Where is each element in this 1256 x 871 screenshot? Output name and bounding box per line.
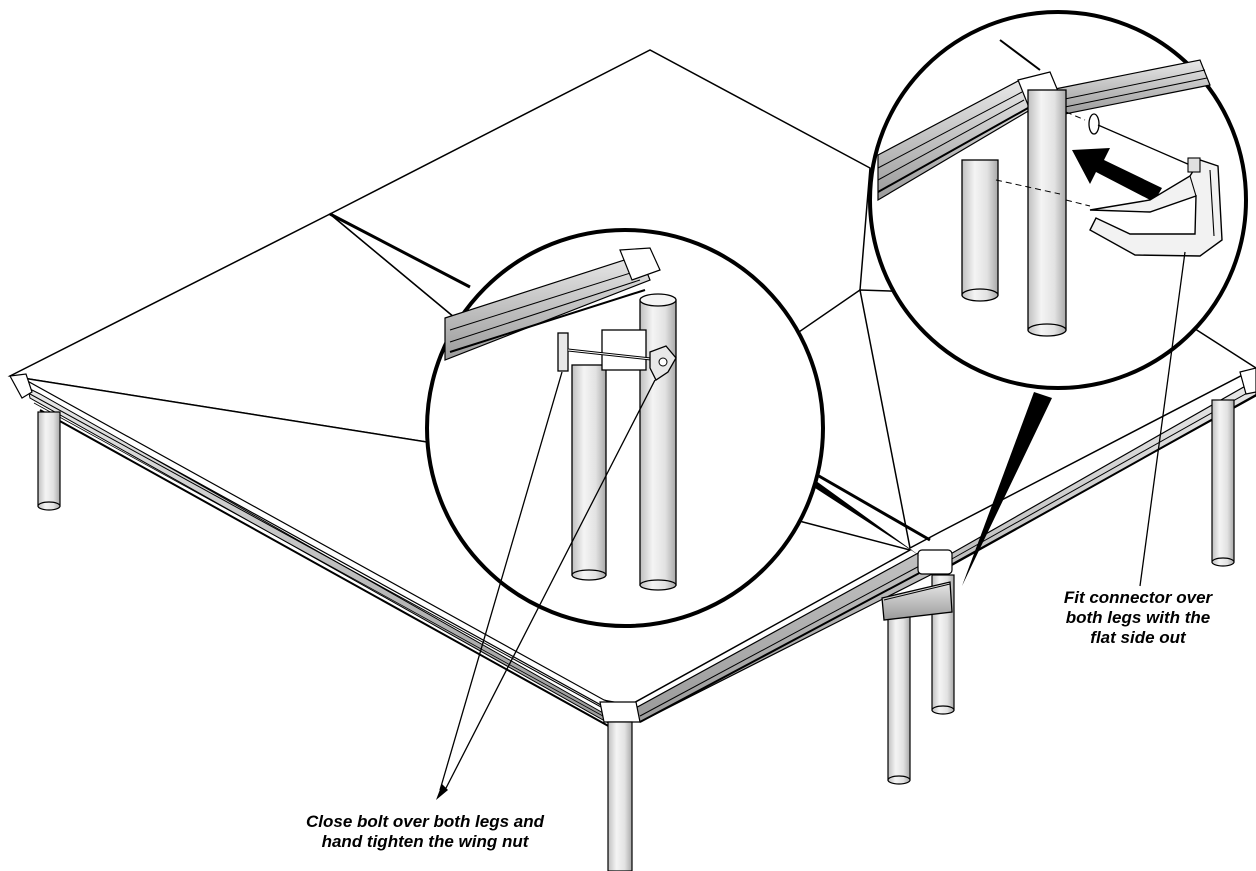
leader-arrowhead bbox=[436, 784, 448, 800]
caption-line: Fit connector over bbox=[1063, 588, 1213, 607]
corner-cap bbox=[599, 701, 641, 723]
leg bbox=[37, 411, 61, 507]
platform-seam bbox=[329, 212, 471, 289]
insert-direction-arrow bbox=[1072, 148, 1162, 202]
corner-cap bbox=[9, 373, 33, 399]
detail-leg bbox=[571, 364, 607, 576]
connector-bracket bbox=[881, 581, 953, 621]
callout-pointer-bolt bbox=[812, 478, 920, 556]
bolt-head bbox=[557, 332, 569, 372]
connector-detail-callout bbox=[868, 10, 1248, 390]
caption-line: hand tighten the wing nut bbox=[321, 832, 529, 851]
caption-line: both legs with the bbox=[1065, 608, 1211, 627]
caption-close-bolt: Close bolt over both legs and hand tight… bbox=[240, 812, 610, 852]
leader-line-wing-nut bbox=[443, 379, 656, 793]
callout-pointer-connector bbox=[962, 392, 1052, 586]
leg bbox=[1211, 399, 1235, 563]
washer bbox=[1088, 113, 1100, 135]
leader-line-bolt-head bbox=[439, 371, 563, 791]
leg bbox=[607, 721, 633, 871]
bolt-detail-callout bbox=[425, 228, 825, 628]
caption-line: flat side out bbox=[1090, 628, 1186, 647]
caption-fit-connector: Fit connector over both legs with the fl… bbox=[1020, 588, 1256, 648]
leg bbox=[887, 609, 911, 781]
corner-cap bbox=[1239, 367, 1256, 395]
leader-line-connector bbox=[1139, 251, 1186, 587]
leg-connector-installed bbox=[881, 549, 953, 621]
platform-seam bbox=[804, 466, 931, 542]
detail-leg bbox=[961, 159, 999, 296]
caption-line: Close bolt over both legs and bbox=[305, 812, 545, 831]
detail-leg bbox=[1027, 89, 1067, 331]
